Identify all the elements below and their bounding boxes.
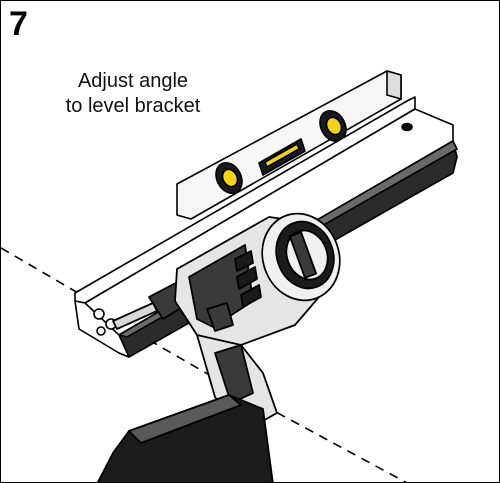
level-vial-right: [319, 109, 347, 143]
impact-driver-icon: [97, 212, 341, 482]
drill-vents: [234, 250, 262, 308]
step-number: 7: [9, 5, 28, 43]
instruction-caption: Adjust angle to level bracket: [41, 69, 225, 119]
level-vial-left: [215, 161, 243, 195]
battery-pack: [97, 394, 274, 482]
caption-line-1: Adjust angle: [77, 70, 189, 92]
guide-line-left: [1, 247, 98, 305]
wall-guide-lines: [1, 247, 407, 482]
guide-line-right: [262, 404, 407, 482]
level-vial-center: [258, 138, 306, 176]
guide-line-middle: [148, 339, 214, 378]
spirit-level-icon: [176, 70, 402, 220]
caption-line-2: to level bracket: [65, 95, 201, 117]
bracket-hole: [401, 122, 413, 132]
